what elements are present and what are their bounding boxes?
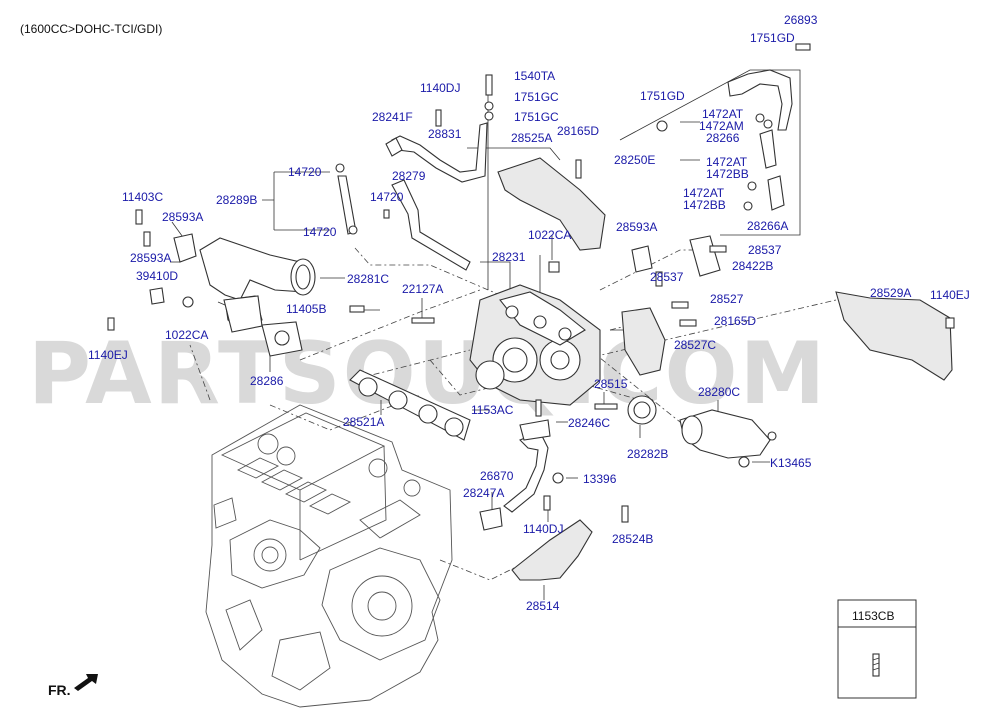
callout-leader-lines <box>170 69 801 600</box>
part-label: 26893 <box>784 13 818 27</box>
part-label: 14720 <box>370 190 404 204</box>
inset-part-number: 1153CB <box>852 609 894 623</box>
part-label: 28231 <box>492 250 526 264</box>
part-number-labels: 26893 1751GD 1540TA 1140DJ 1751GC 1751GC… <box>88 13 970 613</box>
part-label: K13465 <box>770 456 812 470</box>
part-label: 1472AT <box>706 155 748 169</box>
part-label: 28286 <box>250 374 284 388</box>
part-label: 28250E <box>614 153 655 167</box>
part-label: 22127A <box>402 282 443 296</box>
exhaust-manifold-gasket <box>349 369 471 441</box>
part-label: 28282B <box>627 447 668 461</box>
part-label: 28280C <box>698 385 740 399</box>
bracket-28593A-left <box>173 233 197 263</box>
part-label: 1140EJ <box>930 288 970 302</box>
part-label: 1472AT <box>683 186 725 200</box>
part-label: 11403C <box>122 190 163 204</box>
part-label: 1472BB <box>706 167 749 181</box>
part-label: 28289B <box>216 193 257 207</box>
turbo-support-bracket <box>511 519 593 581</box>
part-label: 11405B <box>286 302 326 316</box>
part-label: 1472AT <box>702 107 744 121</box>
part-label: 28527 <box>710 292 744 306</box>
part-label: 13396 <box>583 472 617 486</box>
bracket-28422B <box>689 235 721 277</box>
part-label: 1140DJ <box>420 81 460 95</box>
part-label: 1140DJ <box>523 522 563 536</box>
water-pipe-assembly <box>727 69 793 211</box>
clip-39410D <box>149 287 165 305</box>
part-label: 28521A <box>343 415 384 429</box>
part-label: 14720 <box>288 165 322 179</box>
part-label: 28241F <box>372 110 413 124</box>
part-label: 28165D <box>714 314 756 328</box>
part-label: 28537 <box>650 270 684 284</box>
part-label: 28537 <box>748 243 782 257</box>
front-arrow-icon <box>74 674 98 691</box>
turbocharger-assembly <box>469 284 601 406</box>
part-label: 28279 <box>392 169 426 183</box>
assembly-leader-lines <box>189 247 837 581</box>
part-label: 1472BB <box>683 198 726 212</box>
catalyst-gasket <box>627 395 657 425</box>
inset-box: 1153CB <box>837 599 917 699</box>
part-label: 28593A <box>162 210 203 224</box>
part-label: 1751GC <box>514 110 559 124</box>
part-label: 28524B <box>612 532 653 546</box>
oil-return-pipe <box>503 431 549 513</box>
part-label: 28266A <box>747 219 788 233</box>
part-label: 28527C <box>674 338 716 352</box>
part-label: 28515 <box>594 377 628 391</box>
part-label: 28266 <box>706 131 740 145</box>
catalyst-heat-shield <box>835 291 953 381</box>
front-direction-indicator: FR. <box>48 674 98 698</box>
part-label: 28831 <box>428 127 462 141</box>
part-label: 28529A <box>870 286 911 300</box>
heat-protector <box>621 307 666 376</box>
part-label: 28281C <box>347 272 389 286</box>
part-label: 1472AM <box>699 119 744 133</box>
part-label: 1751GC <box>514 90 559 104</box>
turbo-heat-shield <box>497 157 606 251</box>
catalytic-converter <box>679 409 771 459</box>
part-label: 1751GD <box>750 31 795 45</box>
bracket-28593A-right <box>631 245 653 273</box>
fasteners <box>107 43 955 523</box>
breather-hose <box>337 175 357 235</box>
part-label: 39410D <box>136 269 178 283</box>
part-label: 1022CA <box>528 228 571 242</box>
oil-feed-pipe <box>391 122 488 183</box>
engine-block <box>205 404 453 708</box>
part-label: 14720 <box>303 225 337 239</box>
engine-spec-header: (1600CC>DOHC-TCI/GDI) <box>20 22 162 36</box>
oil-pipe-bracket <box>385 137 403 157</box>
front-label: FR. <box>48 682 71 698</box>
part-label: 1153AC <box>471 403 514 417</box>
part-label: 1540TA <box>514 69 555 83</box>
part-label: 28165D <box>557 124 599 138</box>
part-label: 1022CA <box>165 328 208 342</box>
part-label: 28246C <box>568 416 610 430</box>
part-label: 28593A <box>130 251 171 265</box>
part-label: 28593A <box>616 220 657 234</box>
part-label: 1751GD <box>640 89 685 103</box>
oil-drain-gasket <box>519 419 551 441</box>
pcv-hose <box>391 179 471 271</box>
part-label: 1140EJ <box>88 348 128 362</box>
part-label: 26870 <box>480 469 514 483</box>
part-label: 28525A <box>511 131 552 145</box>
part-label: 28514 <box>526 599 560 613</box>
oil-return-gasket <box>479 507 503 531</box>
part-label: 28247A <box>463 486 504 500</box>
part-label: 28422B <box>732 259 773 273</box>
